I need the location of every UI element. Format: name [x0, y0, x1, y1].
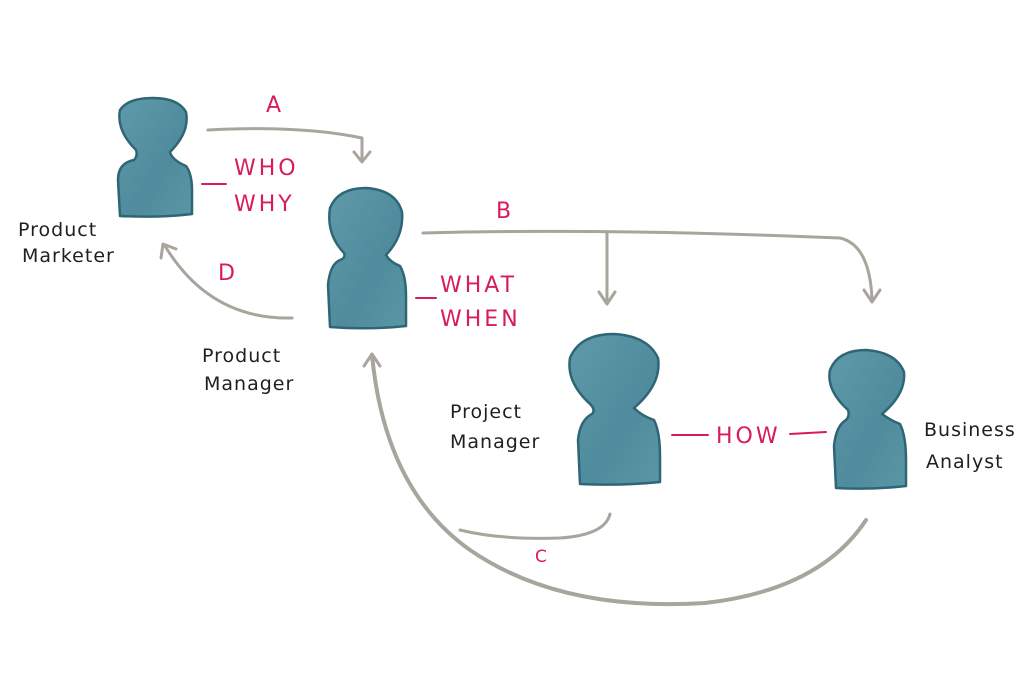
- product-marketer-label: Product Marketer: [18, 219, 115, 267]
- project-manager-avatar: [568, 332, 662, 486]
- flow-c-arrow: [362, 352, 868, 607]
- flow-d-label: D: [218, 261, 235, 286]
- tag-why: WHY: [234, 192, 295, 217]
- business-analyst-label: Business Analyst: [924, 419, 1023, 473]
- tag-how: HOW: [716, 424, 781, 449]
- flow-a-arrow: [206, 127, 372, 164]
- product-manager-avatar: [326, 186, 408, 330]
- project-manager-label: Project Manager: [450, 401, 540, 453]
- tag-what: WHAT: [440, 273, 517, 298]
- flow-b-label: B: [496, 199, 511, 224]
- product-marketer-avatar: [116, 96, 194, 218]
- flow-c-label: C: [535, 547, 547, 567]
- tag-who: WHO: [234, 156, 299, 181]
- flow-d-arrow: [159, 242, 294, 320]
- how-tag: HOW: [671, 424, 827, 449]
- business-analyst-avatar: [828, 348, 908, 490]
- flow-a-label: A: [266, 93, 281, 118]
- flow-b-arrow: [421, 229, 882, 306]
- tag-when: WHEN: [440, 307, 521, 332]
- product-manager-label: Product Manager: [202, 345, 294, 395]
- product-manager-tag: WHAT WHEN: [415, 273, 521, 332]
- marketer-tag: WHO WHY: [201, 156, 299, 217]
